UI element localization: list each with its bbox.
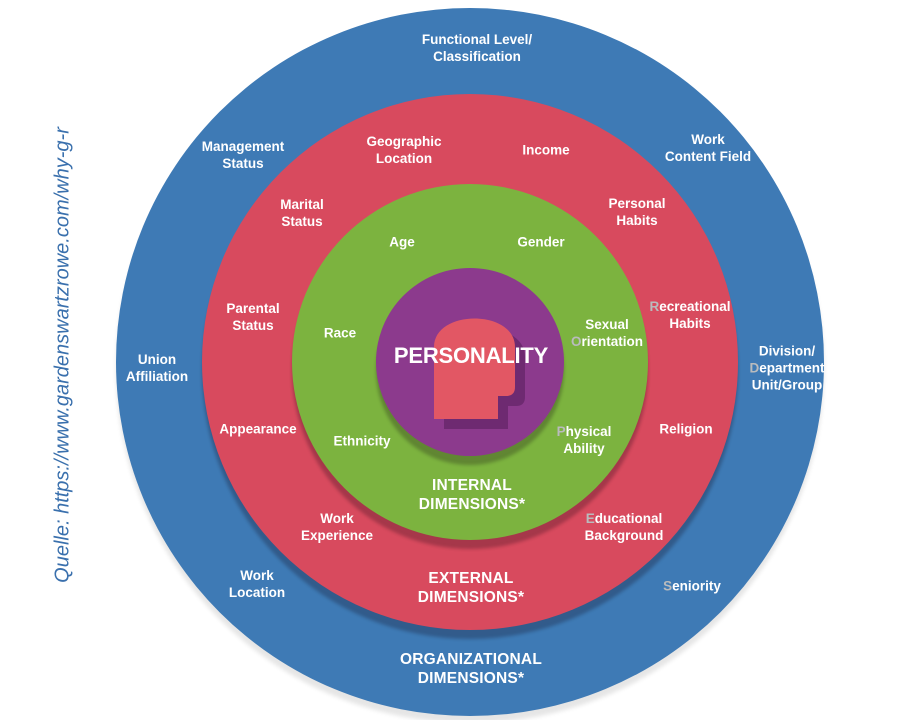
- label-sexual-orientation: Sexual Orientation: [570, 317, 644, 349]
- label-marital-status: Marital Status: [280, 197, 324, 229]
- ring-title-organizational-dimensions: ORGANIZATIONAL DIMENSIONS*: [400, 651, 542, 687]
- label-management-status: Management Status: [201, 139, 285, 171]
- label-work-experience: Work Experience: [300, 511, 374, 543]
- label-division-department-unit-group: Division/ Department Unit/Group: [749, 343, 825, 393]
- label-gender: Gender: [517, 234, 565, 250]
- label-income: Income: [522, 142, 570, 158]
- personality-title: PERSONALITY: [393, 343, 549, 368]
- label-geographic-location: Geographic Location: [366, 134, 442, 166]
- label-parental-status: Parental Status: [226, 301, 280, 333]
- label-personal-habits: Personal Habits: [608, 196, 666, 228]
- head-silhouette-icon: [434, 318, 525, 429]
- label-age: Age: [389, 234, 415, 250]
- label-work-location: Work Location: [228, 568, 286, 600]
- label-recreational-habits: Recreational Habits: [649, 299, 731, 331]
- label-physical-ability: Physical Ability: [556, 424, 612, 456]
- label-union-affiliation: Union Affiliation: [125, 352, 189, 384]
- source-citation: Quelle: https://www.gardenswartzrowe.com…: [51, 127, 74, 583]
- ring-title-external-dimensions: EXTERNAL DIMENSIONS*: [417, 570, 525, 606]
- label-appearance: Appearance: [219, 421, 297, 437]
- label-educational-background: Educational Background: [584, 511, 664, 543]
- label-ethnicity: Ethnicity: [333, 433, 391, 449]
- ring-title-internal-dimensions: INTERNAL DIMENSIONS*: [418, 477, 526, 513]
- label-functional-level-classification: Functional Level/ Classification: [421, 32, 533, 64]
- label-seniority: Seniority: [663, 578, 721, 594]
- label-race: Race: [323, 325, 357, 341]
- label-religion: Religion: [659, 421, 713, 437]
- label-work-content-field: Work Content Field: [664, 132, 752, 164]
